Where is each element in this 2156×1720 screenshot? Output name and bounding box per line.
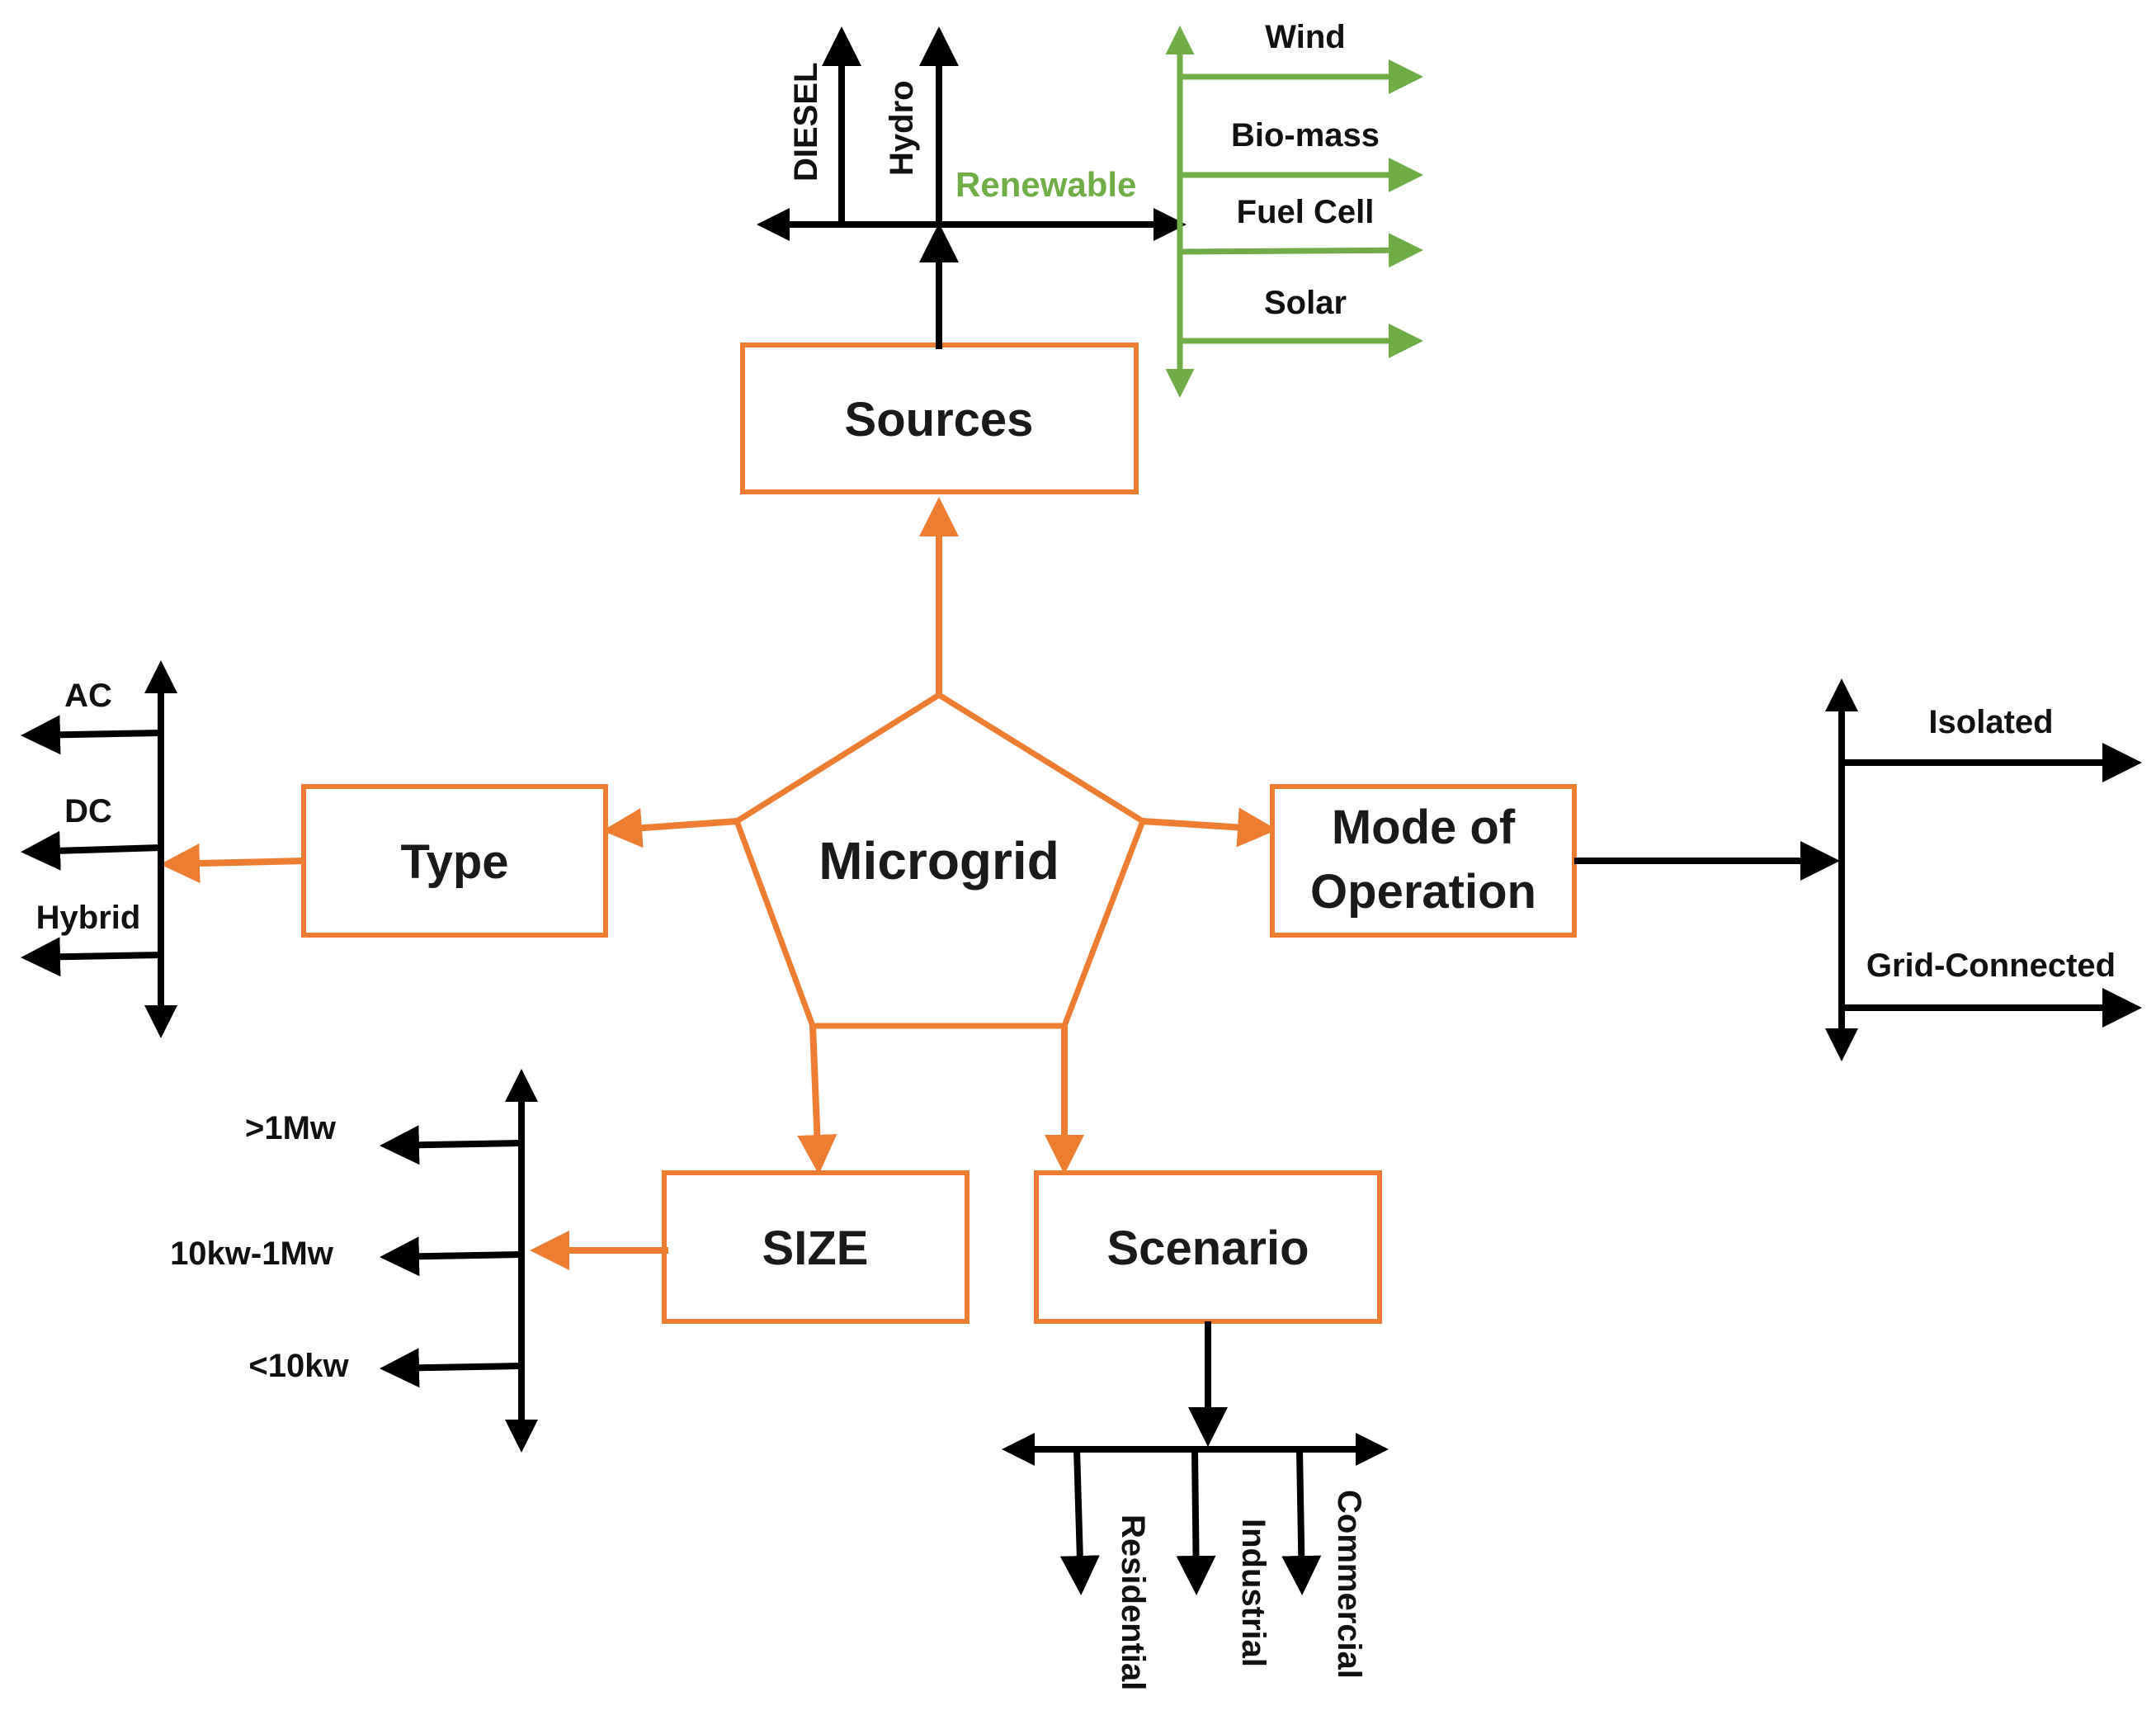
arrow-to-type — [602, 808, 738, 848]
type-label: Type — [400, 835, 508, 889]
biomass-label: Bio-mass — [1231, 117, 1380, 154]
fuelcell-arrow — [1179, 233, 1423, 268]
residential-arrow — [1059, 1448, 1100, 1595]
commercial-label: Commercial — [1331, 1490, 1367, 1679]
size-lt10kw-label: <10kw — [248, 1348, 349, 1384]
mode-label-line2: Operation — [1310, 865, 1536, 919]
arrow-to-size — [797, 1025, 837, 1174]
arrow-to-mode — [1142, 807, 1277, 848]
size-gt1mw-label: >1Mw — [245, 1110, 337, 1146]
diesel-label: DIESEL — [788, 63, 824, 182]
size-lt10kw-arrow — [380, 1348, 522, 1388]
dc-label: DC — [64, 793, 112, 829]
ac-arrow — [21, 715, 162, 755]
size-10kw-1mw-arrow — [380, 1236, 522, 1277]
size-box — [662, 1170, 969, 1324]
type-connector — [160, 843, 306, 884]
isolated-label: Isolated — [1928, 704, 2053, 740]
sources-box — [740, 343, 1139, 494]
commercial-arrow — [1281, 1448, 1322, 1595]
hydro-label: Hydro — [884, 80, 920, 176]
sources-label: Sources — [845, 393, 1034, 447]
hybrid-arrow — [21, 937, 162, 977]
residential-label: Residential — [1115, 1514, 1151, 1690]
wind-label: Wind — [1265, 19, 1345, 55]
fuelcell-label: Fuel Cell — [1237, 194, 1375, 230]
size-label: SIZE — [762, 1221, 869, 1275]
solar-label: Solar — [1264, 285, 1347, 321]
grid-connected-label: Grid-Connected — [1866, 947, 2116, 984]
type-box — [301, 784, 608, 938]
mode-label-line1: Mode of — [1332, 801, 1516, 854]
dc-arrow — [21, 830, 162, 871]
renewable-label: Renewable — [955, 165, 1136, 204]
scenario-label: Scenario — [1107, 1221, 1309, 1275]
hybrid-label: Hybrid — [36, 900, 141, 936]
industrial-arrow — [1176, 1448, 1216, 1595]
industrial-label: Industrial — [1235, 1519, 1271, 1667]
microgrid-label: Microgrid — [819, 831, 1059, 891]
size-10kw-1mw-label: 10kw-1Mw — [170, 1236, 334, 1272]
ac-label: AC — [64, 678, 112, 714]
mode-of-operation-box — [1270, 784, 1577, 938]
microgrid-pentagon — [733, 691, 1147, 1029]
size-gt1mw-arrow — [380, 1125, 522, 1165]
